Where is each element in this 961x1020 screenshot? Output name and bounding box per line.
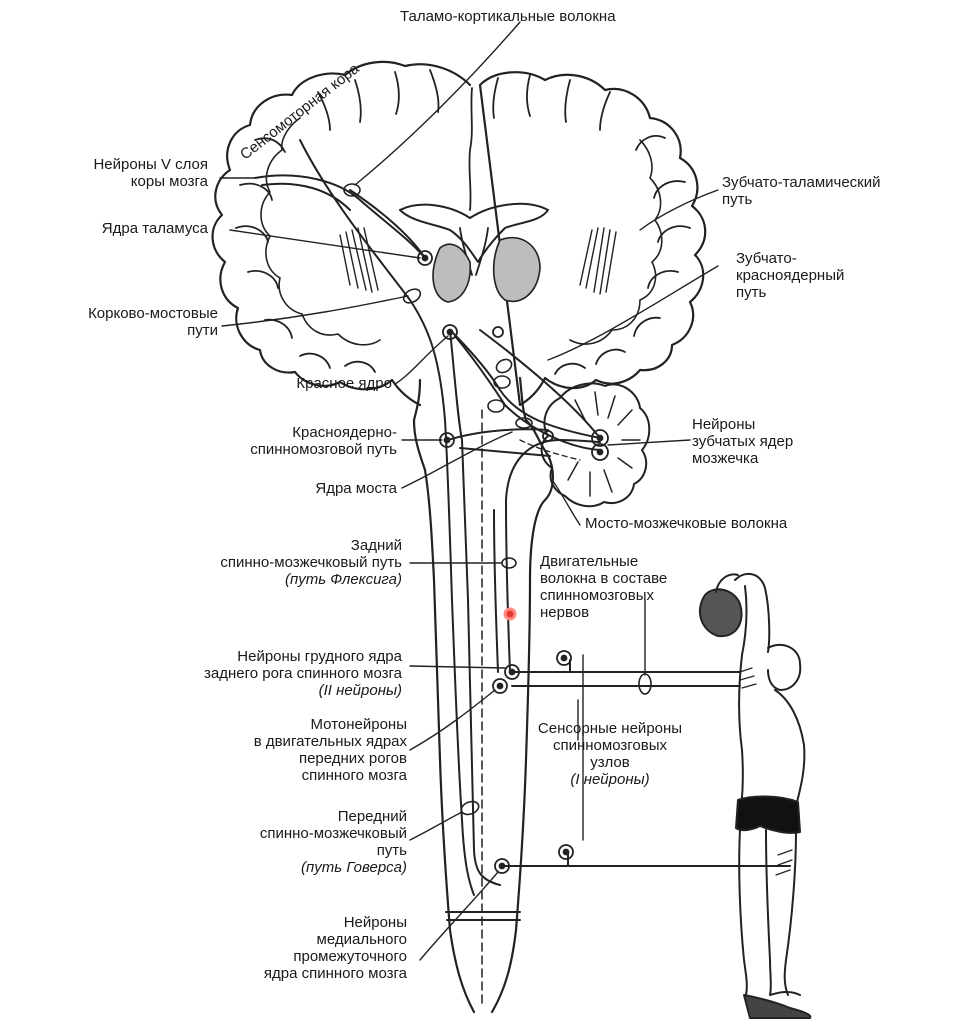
label-motor-fibers: Двигательные волокна в составе спинномоз… <box>540 553 668 621</box>
spinal-cord-left-edge <box>412 418 476 1014</box>
spinal-cord-right-edge <box>490 418 554 1014</box>
label-neurons-v-layer: Нейроны V слоя коры мозга <box>93 156 208 190</box>
label-dentato-thalamic: Зубчато-таламический путь <box>722 174 881 208</box>
longitudinal-fissure <box>468 87 473 211</box>
label-rubrospinal: Красноядерно- спинномозговой путь <box>250 424 397 458</box>
label-thalamus-nuclei: Ядра таламуса <box>101 220 208 237</box>
label-dentato-rubral: Зубчато- красноядерный путь <box>736 250 845 301</box>
label-ponto-cerebellar: Мосто-мозжечковые волокна <box>585 515 788 532</box>
label-thoracic-nucleus: Нейроны грудного ядра заднего рога спинн… <box>204 648 402 699</box>
label-motoneurons: Мотонейроны в двигательных ядрах передни… <box>253 716 407 784</box>
cerebellum <box>540 382 651 508</box>
label-dentate-neurons: Нейроны зубчатых ядер мозжечка <box>692 416 794 467</box>
human-figure <box>698 572 812 1019</box>
neurons <box>417 250 609 874</box>
leader-lines <box>219 21 719 961</box>
lateral-ventricles <box>399 202 549 263</box>
brain-outline <box>211 60 707 407</box>
basal-ganglia <box>339 227 617 295</box>
cortex-inner-line <box>260 117 381 346</box>
spinal-cord <box>412 409 554 1014</box>
label-sensory-neurons: Сенсорные нейроны спинномозговых узлов (… <box>537 720 683 788</box>
label-cortico-pontine: Корково-мостовые пути <box>88 305 218 339</box>
label-thalamo-cortical: Таламо-кортикальные волокна <box>400 8 616 25</box>
label-pons-nuclei: Ядра моста <box>315 480 397 497</box>
label-anterior-spinocerebellar: Передний спинно-мозжечковый путь (путь Г… <box>259 808 407 876</box>
label-posterior-spinocerebellar: Задний спинно-мозжечковый путь (путь Фле… <box>220 537 402 588</box>
red-marker-dot <box>503 607 517 621</box>
label-medial-intermediate: Нейроны медиального промежуточного ядра … <box>263 914 407 982</box>
thalamus <box>432 243 472 303</box>
brain-section <box>211 60 707 422</box>
label-red-nucleus: Красное ядро <box>296 375 392 392</box>
